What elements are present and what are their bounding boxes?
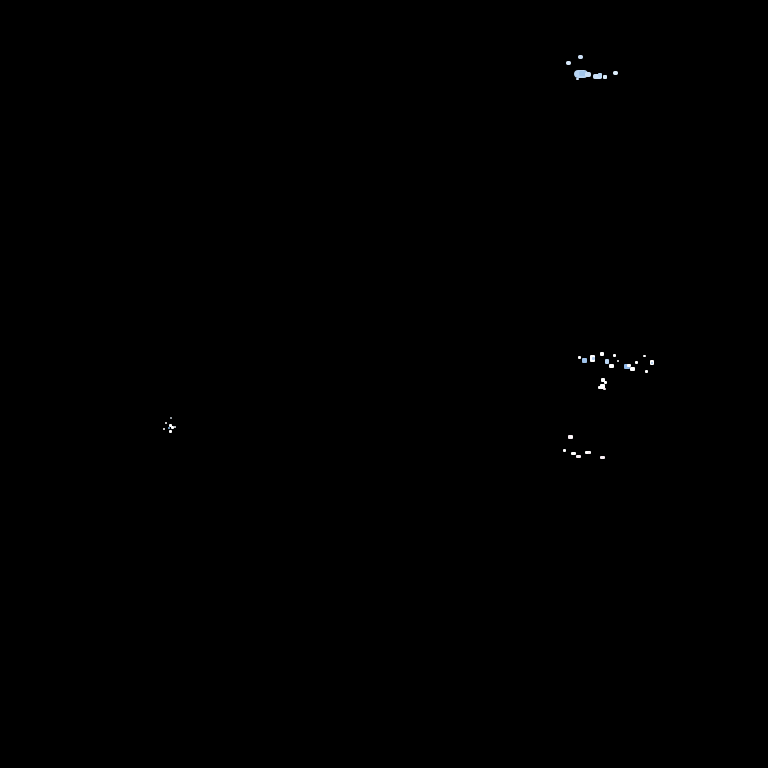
cluster-lower-right-speck — [576, 455, 581, 458]
cluster-mid-right-speck — [592, 357, 595, 360]
cluster-mid-right-speck — [645, 370, 648, 373]
cluster-top-right-speck — [613, 71, 618, 75]
cluster-mid-right-speck — [609, 364, 614, 368]
cluster-lower-right-speck — [563, 449, 566, 452]
cluster-mid-right-speck — [650, 360, 654, 365]
cluster-top-right-speck — [585, 72, 591, 77]
cluster-lower-right-speck — [588, 452, 590, 454]
cluster-mid-right-speck — [582, 358, 587, 363]
cluster-mid-right-speck — [613, 354, 616, 357]
cluster-lower-right-speck — [568, 435, 573, 439]
cluster-lower-right-speck — [571, 452, 576, 455]
cluster-top-right-speck — [576, 78, 579, 80]
cluster-top-right-speck — [566, 61, 571, 65]
cluster-top-right-speck — [579, 71, 587, 76]
cluster-mid-left-speck — [169, 430, 172, 433]
cluster-mid-right-speck — [651, 362, 653, 364]
cluster-mid-left-speck — [163, 428, 165, 430]
cluster-mid-left-speck — [171, 426, 174, 429]
cluster-mid-right-speck — [643, 355, 646, 357]
cluster-mid-right-speck — [600, 384, 605, 389]
cluster-mid-left-speck — [170, 417, 172, 419]
cluster-top-right-speck — [574, 70, 588, 78]
cluster-lower-right-speck — [585, 451, 591, 454]
cluster-mid-right-speck — [600, 352, 604, 356]
cluster-mid-left-speck — [169, 424, 172, 427]
cluster-mid-left-speck — [174, 426, 176, 428]
cluster-top-right-speck — [598, 73, 602, 77]
cluster-mid-right-speck — [598, 386, 601, 389]
cluster-lower-right-speck — [570, 436, 573, 438]
cluster-mid-right-speck — [605, 359, 609, 364]
cluster-mid-right-speck — [627, 364, 631, 367]
cluster-mid-left-speck — [165, 422, 167, 424]
cluster-mid-right-speck — [603, 388, 606, 390]
cluster-mid-right-speck — [601, 378, 605, 382]
cluster-top-right-speck — [578, 55, 583, 59]
cluster-mid-left-speck — [168, 427, 170, 429]
cluster-mid-right-speck — [624, 364, 630, 369]
cluster-mid-right-speck — [578, 356, 581, 359]
cluster-top-right-speck — [593, 74, 602, 79]
cluster-lower-right-speck — [600, 456, 605, 459]
cluster-mid-right-speck — [630, 367, 635, 371]
cluster-mid-right-speck — [590, 355, 595, 362]
cluster-mid-right-speck — [635, 361, 638, 364]
cluster-mid-right-speck — [617, 360, 619, 362]
cluster-mid-right-speck — [604, 381, 607, 384]
cluster-top-right-speck — [603, 75, 607, 79]
